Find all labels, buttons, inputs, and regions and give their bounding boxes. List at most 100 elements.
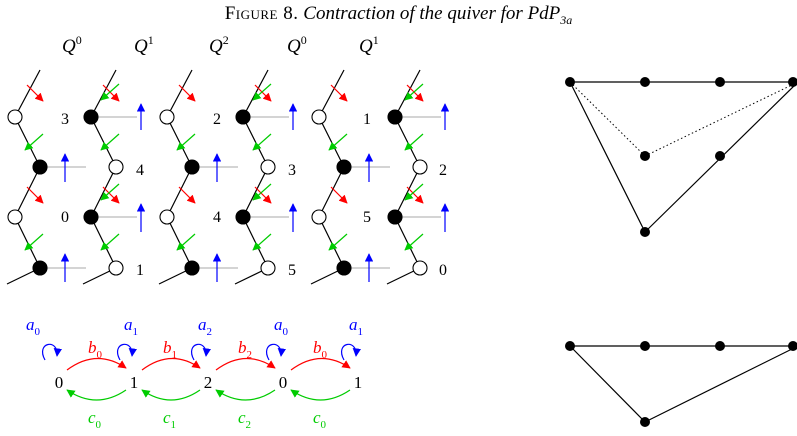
contracted-quiver [42,343,362,401]
face-label: 0 [61,209,69,226]
black-node [387,109,403,125]
header-q0-a: Q0 [62,33,82,57]
white-node [108,159,124,175]
toric-point [640,417,650,427]
toric-point [565,341,575,351]
a-loop [117,343,138,361]
c-arrow [24,133,44,151]
c-arrow [66,389,127,401]
a-loop [42,343,63,361]
brane-tiling-diagram [6,69,450,285]
column-headers: Q0 Q1 Q2 Q0 Q1 [62,33,379,57]
c-arrow [252,133,272,151]
b-arrow [141,357,201,371]
black-node [235,209,251,225]
c-arrow [100,183,120,201]
face-label: 5 [363,209,371,226]
b-arrow [215,357,276,371]
a-loop [191,343,212,361]
white-node [108,260,124,276]
figure-title: Contraction of the quiver for PdP3a [303,3,573,27]
c-arrow [404,83,424,101]
header-q2: Q2 [209,33,229,57]
c-arrow [100,83,120,101]
black-node [235,109,251,125]
quiver-node: 1 [130,373,139,392]
face-label: 2 [439,162,447,179]
c-arrow [176,133,196,151]
black-node [32,260,48,276]
toric-diagram-bottom [565,341,797,427]
b-arrow [330,84,348,102]
toric-point [640,77,650,87]
loop-label: a2 [198,315,212,338]
c-arrow [404,183,424,201]
c-arrow [290,389,351,401]
toric-point [715,341,725,351]
contracted-quiver-labels: 0 1 2 0 1 a0 a1 a2 a0 a1 b0 b1 b2 b0 c0 … [26,315,363,431]
toric-point [715,77,725,87]
white-node [412,260,428,276]
tiling-zigzag [82,69,117,285]
quiver-node: 1 [354,373,363,392]
b-arrow [406,186,424,204]
c-arrow [252,233,272,251]
white-node [260,260,276,276]
white-node [311,209,327,225]
face-labels: 3 4 0 1 2 3 4 5 1 2 5 0 [61,111,447,279]
figure-caption: Figure 8. Contraction of the quiver for … [0,3,797,28]
white-node [311,109,327,125]
b-arrow-label: b0 [313,338,328,361]
tiling-zigzag [386,69,421,285]
b-arrow-label: b0 [88,338,103,361]
b-arrow [26,186,44,204]
white-node [7,109,23,125]
tiling-zigzag [6,69,41,285]
toric-point [788,77,797,87]
header-q0-b: Q0 [287,33,307,57]
white-node [260,159,276,175]
c-arrow [176,233,196,251]
toric-point [640,341,650,351]
c-arrow [328,133,348,151]
loop-label: a0 [26,315,41,338]
b-arrow-label: b1 [163,338,177,361]
c-arrow-label: c0 [313,408,327,431]
b-arrow-label: b2 [238,338,252,361]
header-q1-a: Q1 [134,33,154,57]
toric-point [715,151,725,161]
loop-label: a1 [349,315,363,338]
b-arrow [66,357,127,371]
c-arrow [404,233,424,251]
toric-point [565,77,575,87]
face-label: 1 [136,262,144,279]
loop-label: a0 [274,315,289,338]
black-node [184,260,200,276]
c-arrow [100,233,120,251]
c-arrow-label: c2 [238,408,251,431]
black-node [336,260,352,276]
face-label: 3 [288,162,296,179]
white-node [159,209,175,225]
c-arrow [252,83,272,101]
white-node [159,109,175,125]
c-arrow-label: c1 [163,408,176,431]
c-arrow [404,133,424,151]
toric-diagram-top [565,77,797,237]
b-arrow [26,84,44,102]
black-node [387,209,403,225]
face-label: 2 [213,111,221,128]
quiver-node: 2 [204,373,213,392]
b-arrow [254,186,272,204]
toric-point [640,227,650,237]
b-arrow [178,186,196,204]
quiver-node: 0 [55,373,64,392]
loop-label: a1 [124,315,138,338]
black-node [336,159,352,175]
face-label: 4 [136,162,144,179]
black-node [184,159,200,175]
b-arrow [178,84,196,102]
face-label: 3 [61,111,69,128]
face-label: 1 [363,111,371,128]
